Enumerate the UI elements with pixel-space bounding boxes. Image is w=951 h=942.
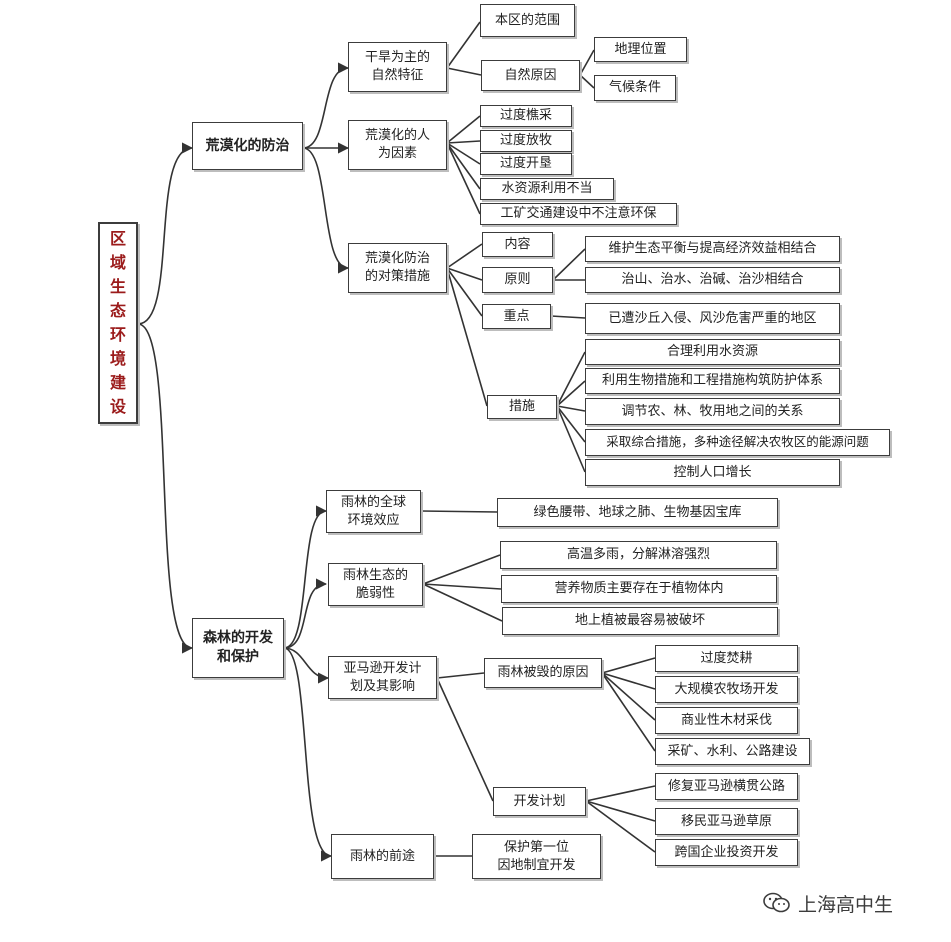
natural-feature-node: 干旱为主的 自然特征 — [348, 42, 447, 92]
content-node: 内容 — [482, 232, 553, 257]
global-effect-node: 雨林的全球 环境效应 — [326, 490, 421, 533]
global-effect-item: 绿色腰带、地球之肺、生物基因宝库 — [497, 498, 778, 527]
step-item: 合理利用水资源 — [585, 339, 840, 365]
human-factor-item: 过度开垦 — [480, 153, 572, 175]
desert-title: 荒漠化的防治 — [192, 122, 303, 170]
destroy-cause-item: 采矿、水利、公路建设 — [655, 738, 810, 765]
dev-plan-node: 开发计划 — [493, 787, 586, 816]
amazon-plan-node: 亚马逊开发计 划及其影响 — [328, 656, 437, 699]
dev-plan-item: 跨国企业投资开发 — [655, 839, 798, 866]
climate-node: 气候条件 — [594, 75, 676, 101]
destroy-cause-item: 大规模农牧场开发 — [655, 676, 798, 703]
watermark-text: 上海高中生 — [798, 893, 894, 916]
fragility-item: 地上植被最容易被破坏 — [502, 607, 778, 635]
destroy-cause-item: 过度焚耕 — [655, 645, 798, 672]
measures-node: 荒漠化防治 的对策措施 — [348, 243, 447, 293]
step-item: 控制人口增长 — [585, 459, 840, 486]
destroy-cause-item: 商业性木材采伐 — [655, 707, 798, 734]
human-factor-item: 水资源利用不当 — [480, 178, 614, 200]
human-factor-item: 过度樵采 — [480, 105, 572, 127]
dev-plan-item: 修复亚马逊横贯公路 — [655, 773, 798, 800]
focus-item: 已遭沙丘入侵、风沙危害严重的地区 — [585, 303, 840, 334]
root-node: 区 域 生 态 环 境 建 设 — [98, 222, 138, 424]
focus-node: 重点 — [482, 304, 551, 329]
principle-item: 维护生态平衡与提高经济效益相结合 — [585, 236, 840, 262]
human-factor-item: 过度放牧 — [480, 130, 572, 152]
fragility-node: 雨林生态的 脆弱性 — [328, 563, 423, 606]
step-item: 调节农、林、牧用地之间的关系 — [585, 398, 840, 425]
steps-node: 措施 — [487, 395, 557, 419]
geo-location-node: 地理位置 — [594, 37, 687, 62]
human-factor-node: 荒漠化的人 为因素 — [348, 120, 447, 170]
principle-node: 原则 — [482, 267, 553, 293]
step-item: 利用生物措施和工程措施构筑防护体系 — [585, 368, 840, 394]
wechat-icon — [763, 892, 790, 913]
region-range-node: 本区的范围 — [480, 4, 575, 37]
watermark: 上海高中生 — [762, 888, 942, 918]
fragility-item: 营养物质主要存在于植物体内 — [501, 575, 777, 603]
dev-plan-item: 移民亚马逊草原 — [655, 808, 798, 835]
step-item: 采取综合措施，多种途径解决农牧区的能源问题 — [585, 429, 890, 456]
natural-cause-node: 自然原因 — [481, 60, 580, 91]
principle-item: 治山、治水、治碱、治沙相结合 — [585, 267, 840, 293]
future-item: 保护第一位 因地制宜开发 — [472, 834, 601, 879]
human-factor-item: 工矿交通建设中不注意环保 — [480, 203, 677, 225]
forest-title: 森林的开发 和保护 — [192, 618, 284, 678]
destroy-cause-node: 雨林被毁的原因 — [484, 658, 602, 688]
fragility-item: 高温多雨，分解淋溶强烈 — [500, 541, 777, 569]
future-node: 雨林的前途 — [331, 834, 434, 879]
